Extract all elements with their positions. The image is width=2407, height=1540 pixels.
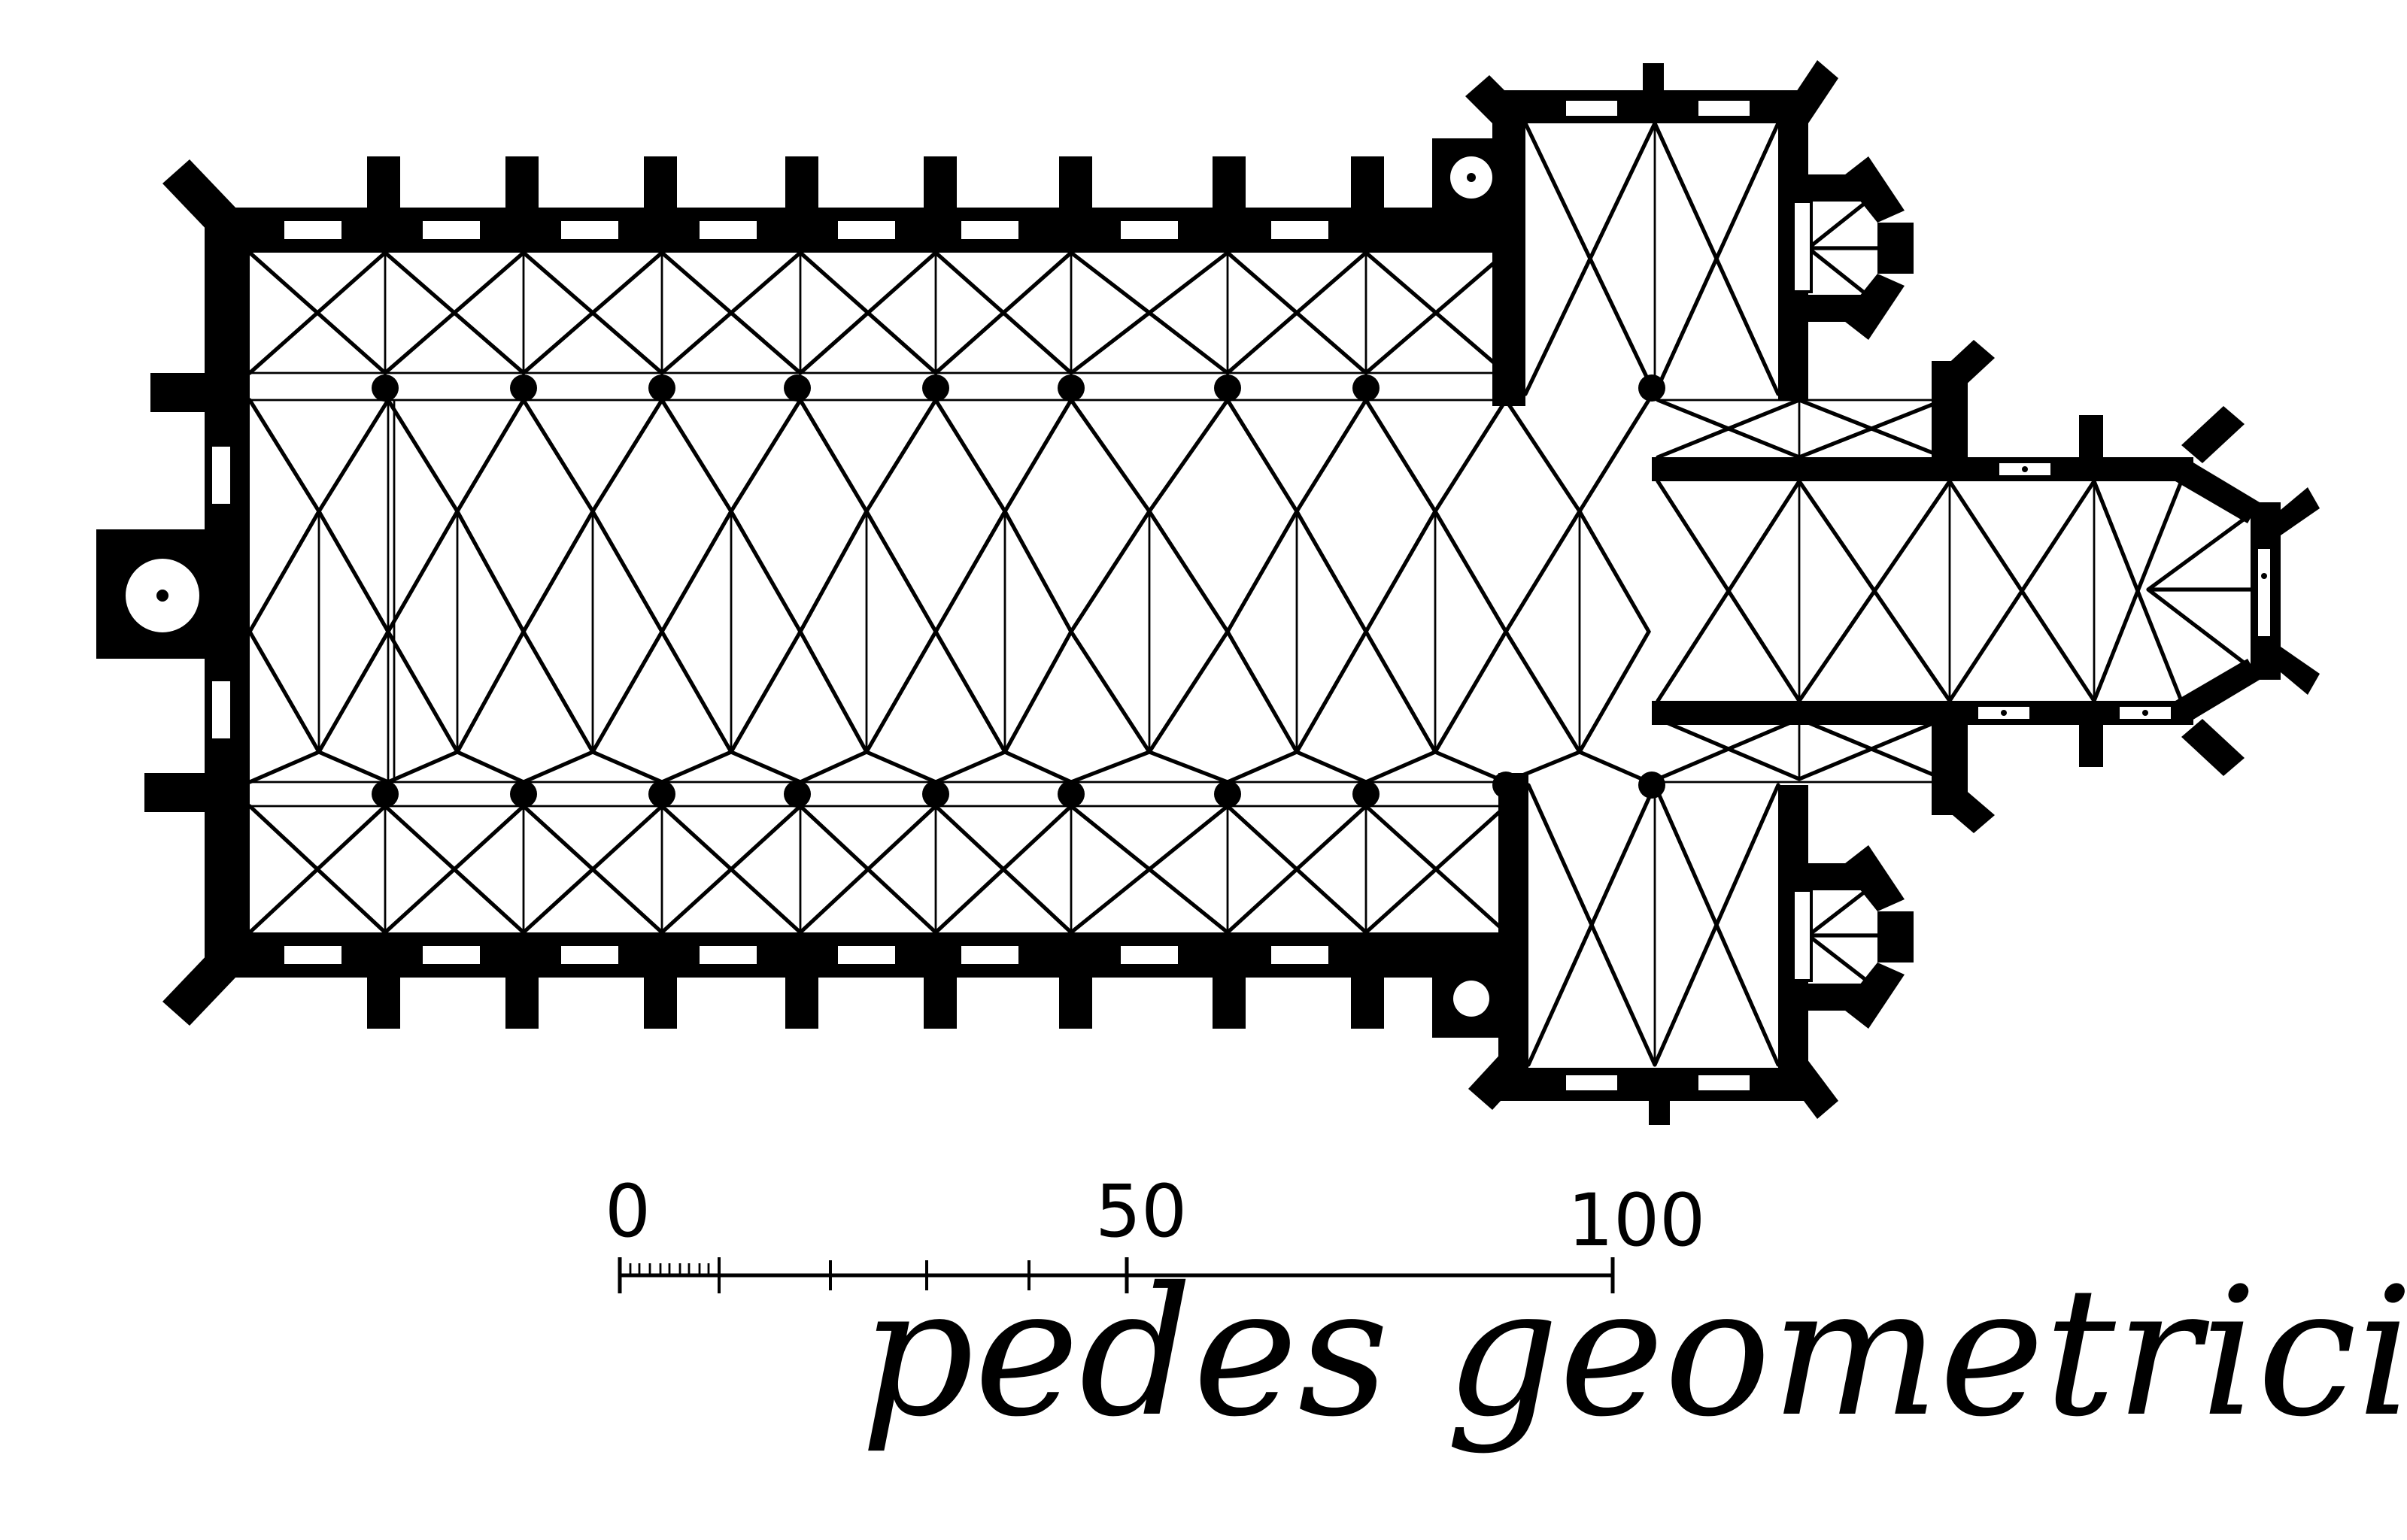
south-aisle-vaults [247,781,1513,935]
scale-label-50: 50 [1095,1169,1187,1254]
crossing-aisles [1656,340,1995,833]
scale-unit-caption: pedes geometrici [861,1249,2407,1456]
nave-windows [209,218,1331,967]
scale-bar: 0 50 100 pedes geometrici [605,1169,2407,1456]
nave-net-vault [247,398,1651,784]
south-transept [1468,773,1838,1125]
nave-piers [372,374,1665,808]
choir [1652,406,2320,776]
north-aisle-vaults [247,250,1513,402]
south-apsidiole [1784,845,1914,1029]
north-apsidiole [1784,156,1914,340]
scale-label-0: 0 [605,1169,651,1254]
nave-walls [96,138,1513,1038]
scale-label-100: 100 [1568,1178,1705,1263]
north-transept [1465,60,1838,406]
